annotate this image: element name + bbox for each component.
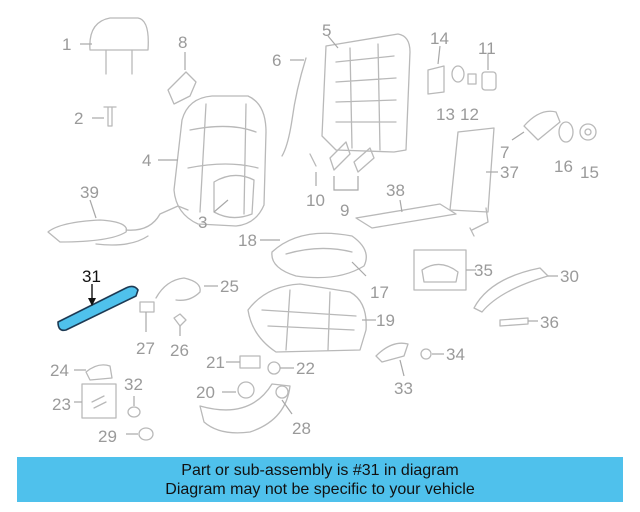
label-22: 22 — [296, 359, 315, 378]
part-23-screw-set[interactable]: 23 — [52, 383, 117, 419]
label-2: 2 — [74, 109, 83, 128]
label-12: 12 — [460, 105, 479, 124]
part-38-mat[interactable]: 38 — [355, 181, 457, 229]
label-8: 8 — [178, 33, 187, 52]
part-8-bracket[interactable]: 8 — [167, 33, 197, 105]
label-34: 34 — [446, 345, 465, 364]
part-30-rail-cover[interactable]: 30 — [473, 267, 579, 313]
label-31: 31 — [82, 267, 101, 286]
label-17: 17 — [370, 283, 389, 302]
part-37-back-panel[interactable]: 37 — [449, 127, 519, 237]
part-26-clip[interactable]: 26 — [170, 313, 189, 360]
part-27-connector[interactable]: 27 — [136, 301, 155, 358]
part-34-cap[interactable]: 34 — [420, 345, 465, 364]
label-18: 18 — [238, 231, 257, 250]
part-36-bolt[interactable]: 36 — [499, 313, 559, 332]
label-26: 26 — [170, 341, 189, 360]
part-25-harness[interactable]: 25 — [155, 277, 239, 301]
part-15-gear[interactable]: 15 — [579, 123, 599, 182]
label-29: 29 — [98, 427, 117, 446]
part-31-side-trim-highlighted[interactable]: 31 — [57, 267, 139, 332]
part-2-guide[interactable]: 2 — [74, 106, 117, 128]
part-33-lever[interactable]: 33 — [375, 342, 413, 398]
label-21: 21 — [206, 353, 225, 372]
part-5-seatback-frame[interactable]: 5 — [321, 21, 411, 153]
label-39: 39 — [80, 183, 99, 202]
label-4: 4 — [142, 151, 151, 170]
label-36: 36 — [540, 313, 559, 332]
part-11-lever[interactable]: 11 — [478, 39, 497, 91]
part-12-clip[interactable]: 12 — [460, 73, 479, 124]
label-10: 10 — [306, 191, 325, 210]
part-22-nut[interactable]: 22 — [267, 359, 315, 378]
label-19: 19 — [376, 311, 395, 330]
part-info-banner: Part or sub-assembly is #31 in diagram D… — [17, 457, 623, 502]
part-19-seat-frame[interactable]: 19 — [247, 283, 395, 353]
label-33: 33 — [394, 379, 413, 398]
part-13-knob[interactable]: 13 — [436, 65, 465, 124]
part-4-seatback-cover[interactable]: 4 — [142, 95, 267, 227]
label-3: 3 — [198, 213, 207, 232]
part-20-gear[interactable]: 20 — [196, 381, 255, 402]
part-3-pad[interactable]: 3 — [198, 174, 255, 232]
part-39-heater[interactable]: 39 — [47, 183, 189, 246]
label-14: 14 — [430, 29, 449, 48]
part-10-pin[interactable]: 10 — [306, 153, 325, 210]
part-35-switch[interactable]: 35 — [413, 249, 493, 291]
part-29-plug[interactable]: 29 — [98, 427, 154, 446]
label-5: 5 — [322, 21, 331, 40]
label-13: 13 — [436, 105, 455, 124]
label-1: 1 — [62, 35, 71, 54]
banner-line-part: Part or sub-assembly is #31 in diagram — [181, 461, 459, 479]
label-20: 20 — [196, 383, 215, 402]
part-14-knob[interactable]: 14 — [427, 29, 449, 95]
label-9: 9 — [340, 201, 349, 220]
label-25: 25 — [220, 277, 239, 296]
label-24: 24 — [50, 361, 69, 380]
label-30: 30 — [560, 267, 579, 286]
part-7-bracket[interactable]: 7 — [500, 110, 561, 162]
part-24-bracket[interactable]: 24 — [50, 361, 113, 381]
label-7: 7 — [500, 143, 509, 162]
label-35: 35 — [474, 261, 493, 280]
banner-line-disclaimer: Diagram may not be specific to your vehi… — [165, 480, 475, 498]
label-32: 32 — [124, 375, 143, 394]
label-38: 38 — [386, 181, 405, 200]
label-6: 6 — [272, 51, 281, 70]
part-9-brackets[interactable]: 9 — [329, 141, 375, 220]
part-1-headrest[interactable]: 1 — [62, 17, 149, 75]
part-18-cushion-pad[interactable]: 18 — [238, 231, 367, 279]
label-11: 11 — [478, 39, 496, 58]
label-28: 28 — [292, 419, 311, 438]
part-28-side-cover[interactable]: 28 — [199, 383, 311, 438]
part-16-ring[interactable]: 16 — [554, 121, 574, 176]
part-32-cap[interactable]: 32 — [124, 375, 143, 418]
label-27: 27 — [136, 339, 155, 358]
label-15: 15 — [580, 163, 599, 182]
part-17-cushion-cover[interactable]: 17 — [351, 261, 389, 302]
part-6-wire[interactable]: 6 — [272, 51, 307, 157]
label-37: 37 — [500, 163, 519, 182]
parts-diagram: 1 2 4 3 8 6 5 14 — [47, 17, 599, 446]
label-23: 23 — [52, 395, 71, 414]
label-16: 16 — [554, 157, 573, 176]
part-21-motor[interactable]: 21 — [206, 353, 261, 372]
